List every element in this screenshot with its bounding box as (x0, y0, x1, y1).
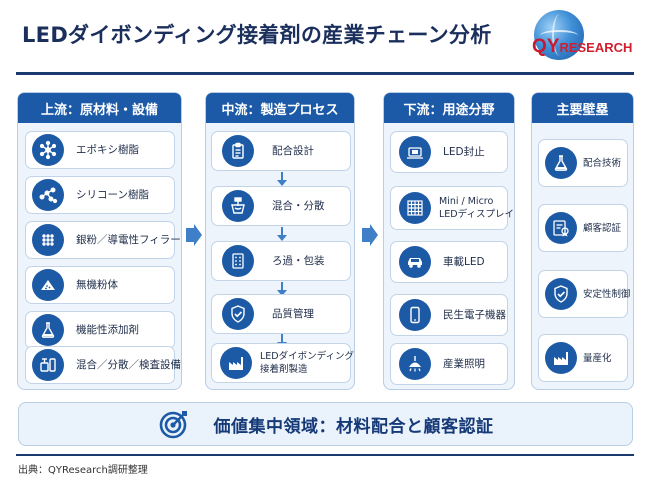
lamp-icon (399, 348, 431, 380)
qyresearch-logo: QYRESEARCH (530, 10, 640, 68)
mixer-icon (222, 190, 254, 222)
midstream-item-label: ろ過・包装 (272, 255, 325, 267)
downstream-item-label: LED封止 (443, 146, 485, 158)
midstream-item-label-line2: 接着剤製造 (260, 364, 308, 375)
downstream-item-label-line1: Mini / Micro (439, 196, 494, 207)
barrier-item-label: 安定性制御 (583, 288, 631, 300)
barrier-item-certification: 顧客認証 (538, 204, 628, 252)
upstream-item-silver-powder: 銀粉／導電性フィラー (25, 221, 181, 259)
midstream-item-manufacturing: LEDダイボンディング 接着剤製造 (211, 343, 354, 383)
factory-icon (545, 342, 577, 374)
flask-icon (545, 147, 577, 179)
upstream-item-silicone: シリコーン樹脂 (25, 176, 175, 214)
midstream-item-filtering: ろ過・包装 (211, 241, 351, 281)
upstream-item-label: シリコーン樹脂 (76, 189, 149, 201)
barrier-item-formulation: 配合技術 (538, 139, 628, 187)
barrier-item-label: 量産化 (583, 352, 612, 364)
clipboard-icon (222, 135, 254, 167)
dots-icon (32, 224, 64, 256)
filter-icon (222, 245, 254, 277)
midstream-item-label: 配合設計 (272, 145, 314, 157)
upstream-item-epoxy: エポキシ樹脂 (25, 131, 175, 169)
upstream-item-label: 機能性添加剤 (76, 324, 139, 336)
downstream-item-label-line2: LEDディスプレイ (439, 209, 514, 220)
display-grid-icon (399, 192, 431, 224)
barrier-item-label: 顧客認証 (583, 222, 622, 234)
midstream-item-label: 品質管理 (272, 308, 314, 320)
barrier-item-label: 配合技術 (583, 157, 622, 169)
midstream-item-formulation: 配合設計 (211, 131, 351, 171)
led-chip-icon (399, 136, 431, 168)
upstream-item-additives: 機能性添加剤 (25, 311, 175, 349)
title-divider (16, 72, 634, 75)
flask-icon (32, 314, 64, 346)
flow-arrow-right-icon (362, 224, 378, 246)
barrier-item-mass-production: 量産化 (538, 334, 628, 382)
value-focus-banner: 価値集中領域：材料配合と顧客認証 (18, 402, 633, 446)
downstream-item-label: 民生電子機器 (443, 309, 506, 321)
upstream-item-inorganic-powder: 無機粉体 (25, 266, 175, 304)
upstream-item-label: エポキシ樹脂 (76, 144, 139, 156)
column-header-upstream: 上流：原材料・設備 (18, 93, 181, 123)
column-header-midstream: 中流：製造プロセス (206, 93, 354, 123)
network-icon (32, 179, 64, 211)
shield-check-icon (545, 278, 577, 310)
downstream-item-consumer-electronics: 民生電子機器 (390, 294, 508, 336)
downstream-item-industrial-lighting: 産業照明 (390, 343, 508, 385)
footer-divider (16, 454, 634, 456)
downstream-item-led-encapsulation: LED封止 (390, 131, 508, 173)
certificate-icon (545, 212, 577, 244)
molecule-icon (32, 134, 64, 166)
value-focus-text: 価値集中領域：材料配合と顧客認証 (213, 416, 494, 437)
upstream-item-label: 銀粉／導電性フィラー (76, 234, 181, 246)
downstream-item-label: 車載LED (443, 256, 485, 268)
mixing-equipment-icon (32, 349, 64, 381)
midstream-item-quality: 品質管理 (211, 294, 351, 334)
page-title: LEDダイボンディング接着剤の産業チェーン分析 (22, 23, 492, 47)
powder-pile-icon (32, 269, 64, 301)
upstream-item-label: 混合／分散／検査設備 (76, 359, 181, 371)
shield-check-icon (222, 298, 254, 330)
flow-arrow-right-icon (186, 224, 202, 246)
arrow-down-icon (277, 227, 287, 241)
globe-icon (534, 10, 584, 60)
column-header-barriers: 主要壁塁 (532, 93, 633, 123)
logo-text-research: RESEARCH (559, 40, 633, 55)
downstream-item-display: Mini / Micro LEDディスプレイ (390, 186, 514, 230)
upstream-item-equipment: 混合／分散／検査設備 (25, 346, 181, 384)
column-header-downstream: 下流：用途分野 (384, 93, 514, 123)
barrier-item-stability: 安定性制御 (538, 270, 631, 318)
midstream-item-label-line1: LEDダイボンディング (260, 351, 354, 362)
downstream-item-label: 産業照明 (443, 358, 485, 370)
midstream-item-label: 混合・分散 (272, 200, 325, 212)
arrow-down-icon (277, 172, 287, 186)
target-icon (159, 411, 187, 439)
smartphone-icon (399, 299, 431, 331)
arrow-down-icon (277, 282, 287, 296)
upstream-item-label: 無機粉体 (76, 279, 118, 291)
source-note: 出典：QYResearch調研整理 (18, 465, 148, 476)
midstream-item-mixing: 混合・分散 (211, 186, 351, 226)
logo-text-qy: QY (532, 36, 560, 57)
factory-icon (220, 347, 252, 379)
downstream-item-automotive: 車載LED (390, 241, 508, 283)
car-icon (399, 246, 431, 278)
